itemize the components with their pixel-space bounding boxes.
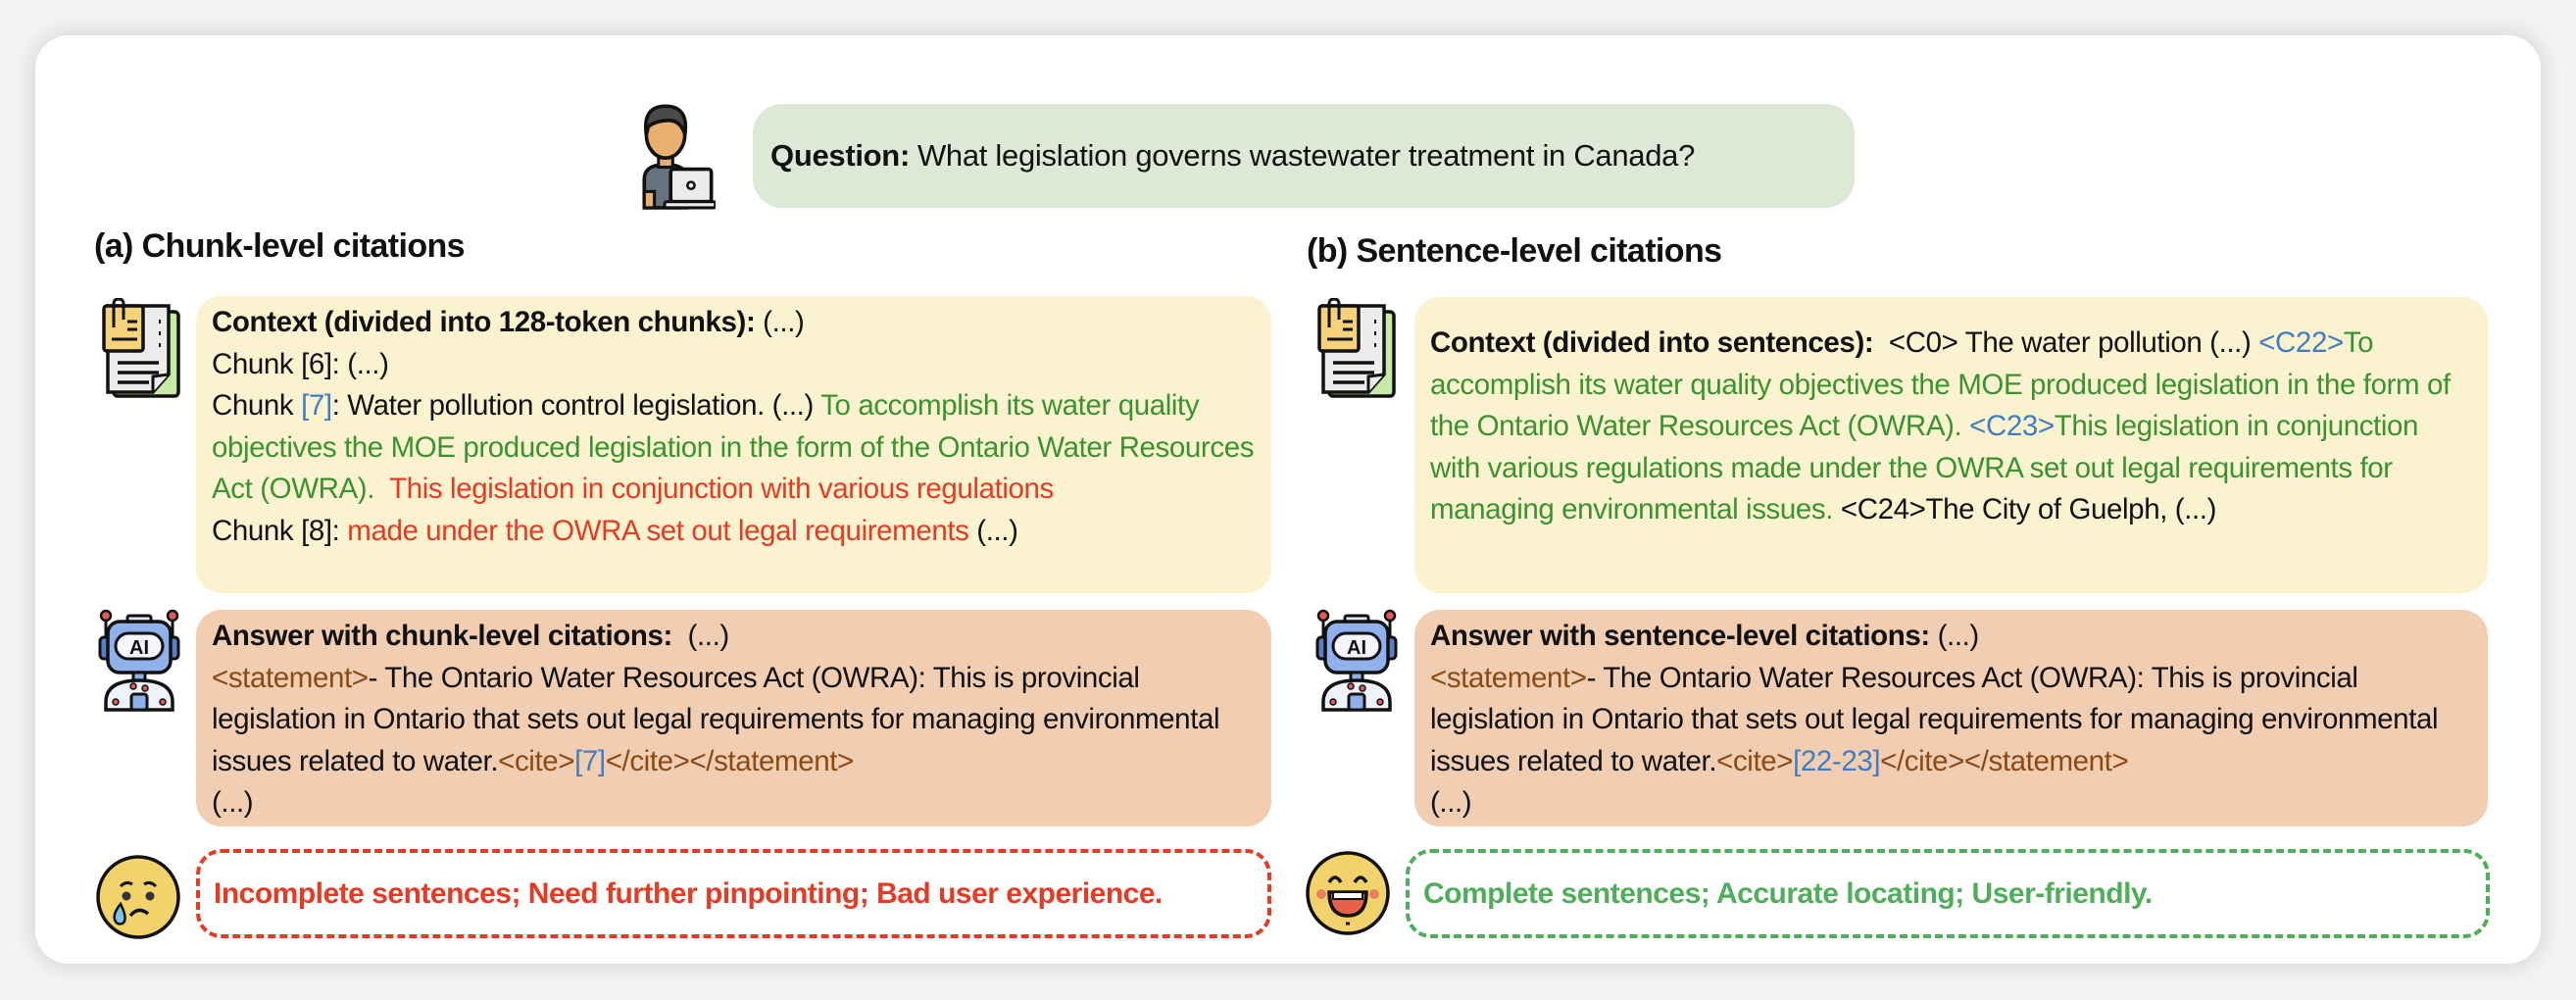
ellipsis: (...): [968, 514, 1018, 547]
ellipsis: (...): [671, 620, 730, 652]
sentence-answer-statement: <statement>- The Ontario Water Resources…: [1430, 658, 2474, 783]
laughing-face-icon: [1304, 849, 1392, 937]
question-text: What legislation governs wastewater trea…: [916, 138, 1696, 173]
panel-b-heading: (b) Sentence-level citations: [1307, 232, 1722, 270]
cite-open-tag: <cite>: [498, 744, 575, 777]
svg-text:AI: AI: [1347, 637, 1366, 659]
sentence-verdict-text: Complete sentences; Accurate locating; U…: [1423, 876, 2153, 910]
ai-robot-icon: AI: [1313, 608, 1400, 712]
chunk-answer-title: Answer with chunk-level citations:: [212, 620, 672, 652]
chunk-7-plain: : Water pollution control legislation. (…: [331, 389, 821, 422]
cite-open-tag: <cite>: [1716, 744, 1794, 777]
statement-open-tag: <statement>: [1430, 661, 1587, 694]
sentence-answer-title: Answer with sentence-level citations:: [1430, 620, 1930, 652]
chunk-6-label: Chunk [6]:: [212, 347, 340, 380]
chunk-context-title: Context (divided into 128-token chunks):: [212, 306, 756, 338]
chunk-8-label: Chunk [8]:: [212, 514, 348, 547]
document-icon: [98, 298, 186, 401]
chunk-answer-box: Answer with chunk-level citations: (...)…: [196, 610, 1271, 826]
svg-text:AI: AI: [129, 637, 149, 659]
statement-open-tag: <statement>: [212, 661, 369, 694]
sentence-c22-text: To accomplish its water quality objectiv…: [1430, 326, 2451, 442]
chunk-verdict-text: Incomplete sentences; Need further pinpo…: [214, 876, 1163, 910]
chunk-7-text: Chunk [7]: Water pollution control legis…: [212, 385, 1258, 511]
chunk-answer-title-line: Answer with chunk-level citations: (...): [212, 616, 1258, 658]
statement-text: - The Ontario Water Resources Act (OWRA)…: [1430, 661, 2439, 777]
cite-close-tag: </cite></statement>: [605, 744, 855, 777]
chunk-6-text: (...): [339, 347, 389, 380]
chunk-8-truncated-text: made under the OWRA set out legal requir…: [347, 514, 969, 547]
sentence-context-box: Context (divided into sentences): <C0> T…: [1414, 297, 2488, 593]
chunk-7-citation: [7]: [301, 389, 332, 422]
ai-robot-icon: AI: [96, 608, 182, 712]
chunk-7-truncated-text: This legislation in conjunction with var…: [389, 473, 1054, 505]
chunk-context-box: Context (divided into 128-token chunks):…: [196, 296, 1271, 593]
chunk-8-line: Chunk [8]: made under the OWRA set out l…: [212, 511, 1258, 553]
sentence-verdict-box: Complete sentences; Accurate locating; U…: [1406, 849, 2490, 938]
cite-close-tag: </cite></statement>: [1880, 744, 2129, 777]
chunk-7-label: Chunk: [212, 389, 302, 422]
chunk-context-title-line: Context (divided into 128-token chunks):…: [212, 302, 1258, 344]
sentence-answer-title-line: Answer with sentence-level citations: (.…: [1430, 616, 2474, 658]
chunk-answer-statement: <statement>- The Ontario Water Resources…: [212, 658, 1258, 783]
question-label: Question:: [770, 138, 910, 173]
chunk-verdict-box: Incomplete sentences; Need further pinpo…: [196, 849, 1271, 938]
citation-ref: [22-23]: [1793, 744, 1881, 777]
chunk-7-supporting-text: To accomplish its water quality objectiv…: [212, 389, 1255, 505]
chunk-6-line: Chunk [6]: (...): [212, 344, 1258, 386]
sentence-c22-tag: <C22>: [2258, 326, 2344, 359]
sentence-answer-box: Answer with sentence-level citations: (.…: [1414, 610, 2488, 826]
sentence-c0: <C0> The water pollution (...): [1873, 326, 2259, 359]
user-with-laptop-icon: [614, 98, 716, 210]
document-icon: [1313, 298, 1402, 401]
question-box: Question: What legislation governs waste…: [753, 104, 1855, 208]
sentence-c23-text: This legislation in conjunction with var…: [1430, 410, 2419, 525]
ellipsis: (...): [212, 786, 254, 819]
ellipsis: (...): [1430, 786, 1472, 819]
sentence-c24: <C24>The City of Guelph, (...): [1833, 493, 2217, 525]
citation-ref: [7]: [574, 744, 606, 777]
statement-text: - The Ontario Water Resources Act (OWRA)…: [212, 661, 1220, 777]
ellipsis: (...): [1929, 620, 1980, 652]
sentence-c23-tag: <C23>: [1969, 410, 2055, 442]
crying-face-icon: [93, 853, 183, 941]
panel-a-heading: (a) Chunk-level citations: [94, 227, 466, 265]
sentence-context-text: Context (divided into sentences): <C0> T…: [1430, 323, 2474, 531]
ellipsis: (...): [755, 306, 805, 338]
sentence-context-title: Context (divided into sentences):: [1430, 326, 1874, 359]
